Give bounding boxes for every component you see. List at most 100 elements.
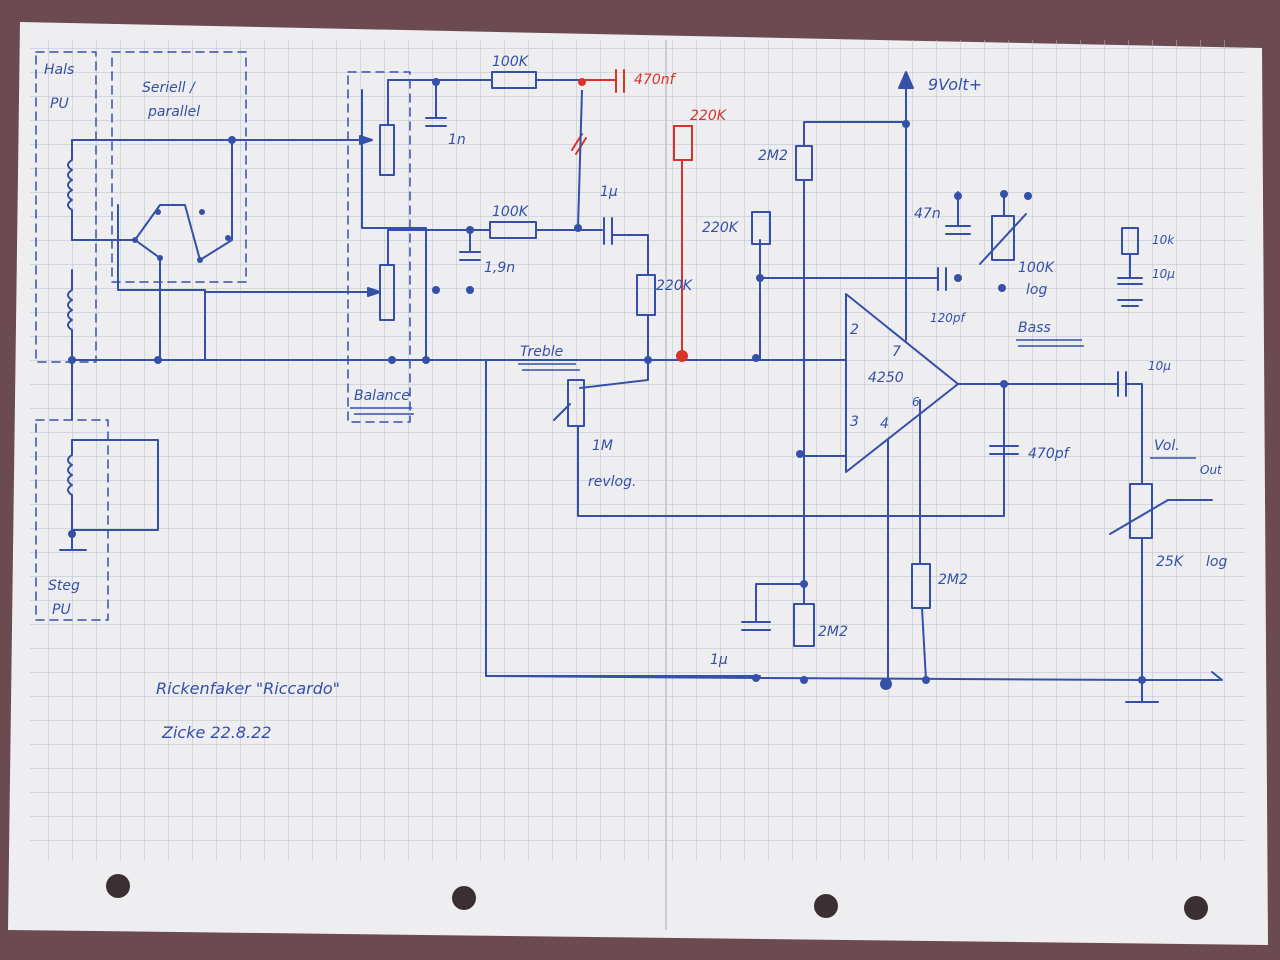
hals-pu-box bbox=[35, 51, 97, 363]
junction-dot bbox=[432, 78, 440, 86]
junction-dot bbox=[68, 530, 76, 538]
wire-switch-box bbox=[117, 204, 206, 361]
label-bass: Bass bbox=[1018, 320, 1051, 336]
junction-dot bbox=[1024, 192, 1032, 200]
label-10k: 10k bbox=[1152, 233, 1175, 247]
red-node-top bbox=[578, 78, 586, 86]
wire-bridge-top bbox=[71, 439, 159, 531]
label-1u-mid: 1µ bbox=[600, 184, 618, 200]
punch-hole bbox=[452, 886, 476, 910]
label-hals: Hals bbox=[44, 62, 74, 78]
junction-dot bbox=[756, 274, 764, 282]
arrow-balance-1 bbox=[359, 135, 373, 145]
treble-pot bbox=[567, 379, 585, 427]
wire-582-down bbox=[577, 89, 583, 229]
label-pin7: 7 bbox=[892, 344, 901, 360]
junction-dot bbox=[902, 120, 910, 128]
junction-dot bbox=[154, 356, 162, 364]
label-steg-pu: PU bbox=[52, 602, 71, 618]
bridge-pickup-coil bbox=[67, 439, 73, 531]
label-47n: 47n bbox=[914, 206, 941, 222]
treble-pot-wiper bbox=[553, 403, 571, 421]
junction-dot bbox=[1138, 676, 1146, 684]
diagram-title: Rickenfaker "Riccardo" bbox=[156, 679, 340, 698]
label-1-9n: 1,9n bbox=[484, 260, 515, 276]
junction-dot bbox=[466, 226, 474, 234]
punch-hole bbox=[1184, 896, 1208, 920]
junction-dot bbox=[228, 136, 236, 144]
label-1u-bottom: 1µ bbox=[710, 652, 728, 668]
junction-dot bbox=[199, 209, 205, 215]
junction-dot bbox=[752, 354, 760, 362]
label-10u-out: 10µ bbox=[1148, 359, 1171, 373]
label-vol: Vol. bbox=[1154, 438, 1180, 454]
diagram-date: Zicke 22.8.22 bbox=[161, 723, 271, 742]
label-out: Out bbox=[1200, 463, 1223, 477]
arrow-balance-2 bbox=[367, 287, 381, 297]
label-seriell: Seriell / bbox=[142, 80, 196, 96]
punch-hole bbox=[814, 894, 838, 918]
label-treble-pot-value: 1M bbox=[592, 438, 613, 454]
junction-dot bbox=[1000, 190, 1008, 198]
junction-dot bbox=[466, 286, 474, 294]
ground-bus bbox=[485, 675, 1221, 681]
junction-dot bbox=[998, 284, 1006, 292]
junction-dot bbox=[225, 235, 231, 241]
label-pin4: 4 bbox=[880, 416, 889, 432]
wire-220k-mid-down bbox=[579, 314, 649, 389]
junction-dot bbox=[1000, 380, 1008, 388]
junction-dot bbox=[388, 356, 396, 364]
bass-pot-wiper bbox=[979, 213, 1027, 265]
junction-dot bbox=[800, 676, 808, 684]
label-pin6: 6 bbox=[912, 395, 920, 409]
junction-dot bbox=[644, 356, 652, 364]
junction-dot bbox=[68, 356, 76, 364]
label-2m2-top: 2M2 bbox=[758, 148, 788, 164]
wire-2m2-right-down bbox=[921, 607, 927, 681]
junction-dot bbox=[155, 209, 161, 215]
junction-dot bbox=[157, 255, 163, 261]
red-node-bottom bbox=[676, 350, 688, 362]
label-bass-pot-taper: log bbox=[1026, 282, 1047, 298]
label-100k-mid: 100K bbox=[492, 204, 530, 220]
label-vol-pot-value: 25K bbox=[1156, 554, 1185, 570]
supply-arrow bbox=[898, 71, 914, 89]
ground-out-arrow bbox=[1211, 671, 1223, 681]
junction-dot bbox=[197, 257, 203, 263]
label-220k-mid: 220K bbox=[656, 278, 694, 294]
wire-to-vol bbox=[1125, 383, 1143, 485]
wire-1u-out bbox=[611, 234, 649, 276]
junction-dot bbox=[800, 580, 808, 588]
label-220k-right: 220K bbox=[702, 220, 740, 236]
resistor-220k-right bbox=[751, 211, 771, 245]
label-parallel: parallel bbox=[147, 104, 200, 120]
label-220k-red: 220K bbox=[690, 108, 728, 124]
wire-switch-right bbox=[199, 139, 233, 261]
junction-dot bbox=[132, 237, 138, 243]
label-hals-pu: PU bbox=[50, 96, 69, 112]
balance-link bbox=[361, 89, 427, 361]
label-10u-top: 10µ bbox=[1152, 267, 1175, 281]
wire-neck-mid bbox=[71, 204, 201, 261]
neck-pickup-coil bbox=[67, 139, 73, 241]
junction-dot bbox=[752, 674, 760, 682]
label-treble: Treble bbox=[520, 344, 563, 360]
label-supply: 9Volt+ bbox=[928, 75, 982, 94]
label-treble-pot-taper: revlog. bbox=[588, 474, 636, 490]
wire-bottom-node bbox=[755, 583, 805, 623]
label-2m2-right: 2M2 bbox=[938, 572, 968, 588]
supply-wire bbox=[803, 87, 907, 147]
label-470nf: 470nf bbox=[634, 72, 677, 88]
label-2m2-bottom: 2M2 bbox=[818, 624, 848, 640]
junction-dot bbox=[796, 450, 804, 458]
junction-dot bbox=[422, 356, 430, 364]
label-opamp-name: 4250 bbox=[868, 370, 904, 386]
label-1n: 1n bbox=[448, 132, 466, 148]
label-470pf: 470pf bbox=[1028, 446, 1071, 462]
balance-box bbox=[347, 71, 411, 423]
label-120pf: 120pf bbox=[930, 311, 967, 325]
junction-dot bbox=[954, 274, 962, 282]
treble-down bbox=[577, 383, 1005, 517]
label-bass-pot-value: 100K bbox=[1018, 260, 1056, 276]
